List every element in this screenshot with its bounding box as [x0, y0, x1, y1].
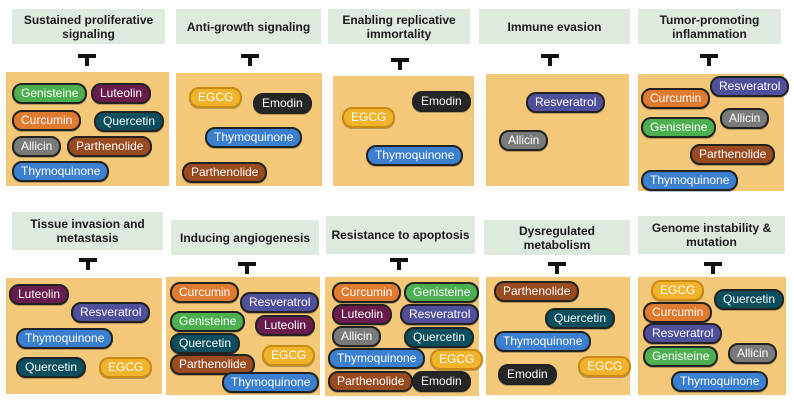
compound-pill: Luteolin [91, 83, 152, 104]
compound-pill: Emodin [498, 364, 557, 385]
panel-title: Immune evasion [479, 9, 630, 44]
inhibition-t-stem [85, 56, 89, 66]
compound-pill: Parthenolide [690, 144, 776, 165]
compound-pill: Resveratrol [400, 304, 480, 325]
compound-pill: Parthenolide [328, 371, 414, 392]
compound-pill: Quercetin [16, 357, 87, 378]
compound-pill: EGCG [342, 107, 396, 128]
compound-pill: Curcumin [332, 282, 402, 303]
panel-title: Inducing angiogenesis [171, 220, 319, 255]
compound-pill: Parthenolide [182, 162, 268, 183]
panel-title: Genome instability & mutation [638, 216, 785, 254]
compound-pill: Thymoquinone [205, 127, 303, 148]
compound-pill: Curcumin [643, 302, 713, 323]
compound-pill: Emodin [253, 93, 312, 114]
inhibition-t-stem [555, 264, 559, 274]
compound-pill: Genisteine [643, 346, 719, 367]
compound-pill: Genisteine [170, 311, 246, 332]
compound-pill: Emodin [412, 371, 471, 392]
compound-pill: EGCG [430, 349, 484, 370]
compound-pill: Genisteine [641, 117, 717, 138]
compound-pill: EGCG [189, 87, 243, 108]
compound-pill: Parthenolide [494, 281, 580, 302]
inhibition-t-stem [707, 56, 711, 66]
compound-pill: Resveratrol [526, 92, 606, 113]
panel-title: Anti-growth signaling [176, 9, 321, 44]
inhibition-t-stem [86, 260, 90, 270]
compound-pill: Allicin [720, 108, 770, 129]
compound-pill: Curcumin [641, 88, 711, 109]
compound-pill: Thymoquinone [671, 371, 769, 392]
compound-pill: EGCG [651, 280, 705, 301]
compound-pill: Resveratrol [71, 302, 151, 323]
compound-pill: Luteolin [255, 315, 316, 336]
compound-pill: Genisteine [12, 83, 88, 104]
compound-pill: Quercetin [170, 333, 241, 354]
compound-pill: Thymoquinone [366, 145, 464, 166]
panel-title: Resistance to apoptosis [326, 216, 475, 254]
compound-pill: Genisteine [404, 282, 480, 303]
compound-pill: Quercetin [404, 327, 475, 348]
compound-pill: Thymoquinone [328, 348, 426, 369]
compound-pill: Parthenolide [67, 136, 153, 157]
inhibition-t-stem [248, 56, 252, 66]
compound-pill: Curcumin [170, 282, 240, 303]
compound-pill: EGCG [578, 356, 632, 377]
compound-pill: Curcumin [12, 110, 82, 131]
inhibition-t-stem [548, 56, 552, 66]
compound-pill: Quercetin [94, 111, 165, 132]
inhibition-t-stem [397, 260, 401, 270]
compound-pill: Allicin [499, 130, 549, 151]
panel-title: Enabling replicative immortality [328, 9, 470, 44]
compound-pill: EGCG [262, 345, 316, 366]
compound-pill: Allicin [332, 326, 382, 347]
compound-pill: Allicin [12, 136, 62, 157]
compound-pill: Parthenolide [170, 354, 256, 375]
panel-title: Tumor-promoting inflammation [638, 9, 781, 44]
compound-pill: EGCG [99, 357, 153, 378]
compound-pill: Resveratrol [710, 76, 790, 97]
compound-pill: Resveratrol [240, 292, 320, 313]
panel-title: Sustained proliferative signaling [12, 9, 165, 44]
compound-pill: Quercetin [545, 308, 616, 329]
panel-title: Dysregulated metabolism [484, 220, 630, 255]
compound-pill: Thymoquinone [222, 372, 320, 393]
compound-pill: Luteolin [332, 304, 393, 325]
compound-pill: Allicin [728, 343, 778, 364]
compound-pill: Thymoquinone [16, 328, 114, 349]
compound-pill: Quercetin [714, 289, 785, 310]
inhibition-t-stem [711, 264, 715, 274]
compound-pill: Resveratrol [643, 323, 723, 344]
compound-pill: Thymoquinone [641, 170, 739, 191]
compound-pill: Thymoquinone [12, 161, 110, 182]
compound-pill: Thymoquinone [494, 331, 592, 352]
inhibition-t-stem [398, 60, 402, 70]
panel-title: Tissue invasion and metastasis [12, 212, 163, 250]
compound-pill: Emodin [412, 91, 471, 112]
compound-pill: Luteolin [9, 284, 70, 305]
inhibition-t-stem [245, 264, 249, 274]
